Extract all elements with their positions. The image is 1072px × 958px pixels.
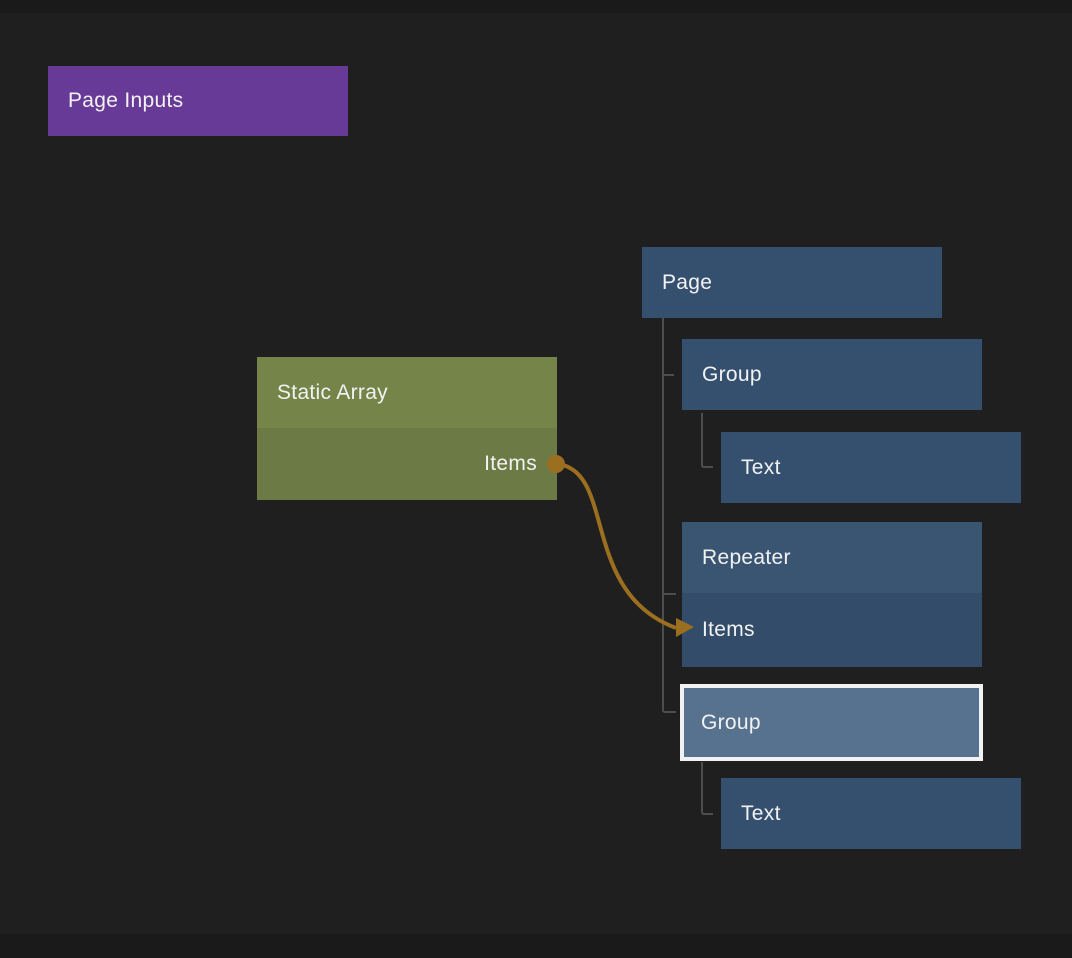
node-group-1[interactable]: Group bbox=[682, 339, 982, 410]
repeater-title: Repeater bbox=[702, 545, 791, 569]
page-title: Page bbox=[662, 270, 713, 294]
static-array-title: Static Array bbox=[277, 380, 388, 404]
group-2-title: Group bbox=[701, 710, 761, 734]
text-2-title: Text bbox=[741, 801, 781, 825]
text-1-title: Text bbox=[741, 455, 781, 479]
node-page-inputs[interactable]: Page Inputs bbox=[48, 66, 348, 136]
items-connection-wire bbox=[547, 455, 694, 637]
node-group-2-selected[interactable]: Group bbox=[680, 684, 983, 761]
group-1-title: Group bbox=[702, 362, 762, 386]
page-inputs-title: Page Inputs bbox=[68, 89, 184, 112]
items-output-label: Items bbox=[484, 452, 537, 475]
node-text-1[interactable]: Text bbox=[721, 432, 1021, 503]
node-page[interactable]: Page bbox=[642, 247, 942, 318]
repeater-header[interactable]: Repeater bbox=[682, 522, 982, 593]
node-repeater[interactable]: Repeater Items bbox=[682, 522, 982, 667]
node-text-2[interactable]: Text bbox=[721, 778, 1021, 849]
tree-branch-text-1 bbox=[701, 413, 713, 468]
repeater-items-input-row[interactable]: Items bbox=[682, 593, 982, 667]
node-static-array[interactable]: Static Array Items bbox=[257, 357, 557, 500]
tree-trunk-line bbox=[662, 318, 676, 713]
static-array-header[interactable]: Static Array bbox=[257, 357, 557, 428]
canvas-bottom-edge bbox=[0, 934, 1072, 958]
canvas-top-edge bbox=[0, 0, 1072, 13]
tree-branch-text-2 bbox=[701, 762, 713, 815]
static-array-items-output-row[interactable]: Items bbox=[257, 428, 557, 500]
connection-curve bbox=[557, 462, 677, 630]
items-input-label: Items bbox=[702, 618, 755, 641]
